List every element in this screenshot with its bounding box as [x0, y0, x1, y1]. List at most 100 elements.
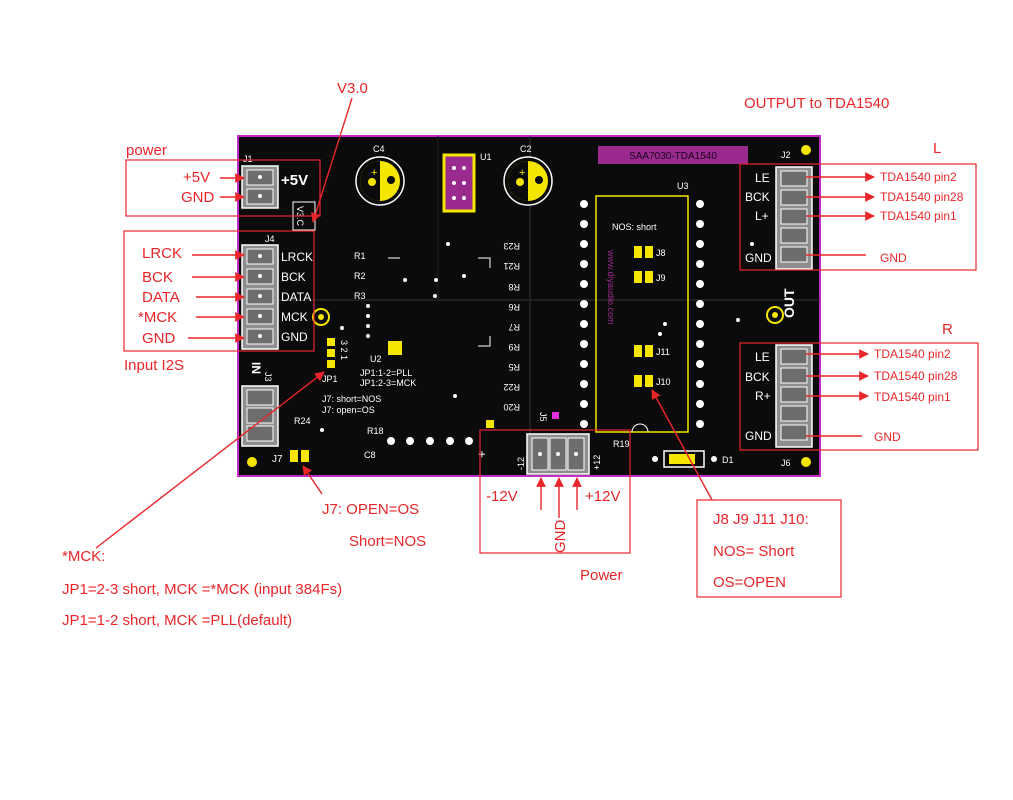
i2s-box	[123, 230, 315, 352]
output-r-box	[739, 342, 979, 451]
mounting-hole-icon	[312, 308, 330, 326]
r9-silk: R9	[508, 342, 520, 352]
le-l-silk: LE	[755, 171, 770, 185]
u3-pins-left	[580, 200, 588, 428]
power-title: power	[126, 142, 167, 159]
r24-silk: R24	[294, 416, 311, 426]
j7-note-2: Short=NOS	[349, 533, 426, 550]
plus12v-label: +12V	[585, 488, 620, 505]
jp-note-1-silk: JP1:1-2=PLL	[360, 368, 412, 378]
r22-silk: R22	[503, 382, 520, 392]
mck-note-title: *MCK:	[62, 548, 105, 565]
j7-note-1-silk: J7: short=NOS	[322, 394, 381, 404]
v30-label: V3.0	[337, 80, 368, 97]
channel-r-label: R	[942, 321, 953, 338]
gnd-l-silk: GND	[745, 251, 772, 265]
jp-note-2-silk: JP1:2-3=MCK	[360, 378, 416, 388]
j7-note-2-silk: J7: open=OS	[322, 405, 375, 415]
plus12-silk: +12	[592, 455, 602, 470]
bck-silk: BCK	[281, 270, 306, 284]
j8-silk: J8	[656, 248, 666, 258]
resistor-column: R23 R21 R8 R6 R7 R9 R5 R22 R20	[503, 241, 520, 412]
l-pin2-label: TDA1540 pin2	[880, 170, 957, 184]
gnd-r-silk: GND	[745, 429, 772, 443]
mck-label: *MCK	[138, 309, 177, 326]
r8-silk: R8	[508, 282, 520, 292]
r7-silk: R7	[508, 322, 520, 332]
power-bottom-box	[479, 429, 631, 554]
r-plus-silk: R+	[755, 389, 771, 403]
j1-silk: J1	[243, 154, 253, 164]
jp1-pins-silk: 3 2 1	[339, 340, 349, 360]
plus5v-label: +5V	[183, 169, 210, 186]
u1-silk: U1	[480, 152, 492, 162]
r3-silk: R3	[354, 291, 366, 301]
r21-silk: R21	[503, 261, 520, 271]
in-silk: IN	[249, 362, 263, 374]
bck-r-silk: BCK	[745, 370, 770, 384]
c4-silk: C4	[373, 144, 385, 154]
j10-silk: J10	[656, 377, 671, 387]
out-silk: OUT	[781, 288, 797, 318]
data-silk: DATA	[281, 290, 311, 304]
u3-silk: U3	[677, 181, 689, 191]
j4-i2s-header-icon	[241, 244, 279, 350]
power-box	[125, 159, 321, 217]
pcb-board: SAA7030-TDA1540 J2 J1 +5V V3.C J4	[237, 135, 821, 477]
bck-label: BCK	[142, 269, 173, 286]
mck-note-2: JP1=1-2 short, MCK =PLL(default)	[62, 612, 292, 629]
r23-silk: R23	[503, 241, 520, 251]
c2-silk: C2	[520, 144, 532, 154]
power-header-icon	[526, 433, 590, 475]
mck-silk: MCK	[281, 310, 308, 324]
j7-silk: J7	[272, 454, 283, 465]
svg-text:+: +	[371, 167, 377, 179]
j9-silk: J9	[656, 273, 666, 283]
jumpers-box	[696, 499, 842, 598]
vertical-url-silk: www.diyaudio.com	[606, 249, 616, 325]
r-pin1-label: TDA1540 pin1	[874, 390, 951, 404]
input-i2s-label: Input I2S	[124, 357, 184, 374]
board-title: SAA7030-TDA1540	[629, 151, 717, 162]
plus-sign-silk: +	[474, 450, 489, 458]
gnd-silk: GND	[281, 330, 308, 344]
nos-short-silk: NOS: short	[612, 222, 657, 232]
gnd-i2s-label: GND	[142, 330, 176, 347]
d1-silk: D1	[722, 455, 734, 465]
j6-silk: J6	[781, 458, 791, 468]
j7-note-1: J7: OPEN=OS	[322, 501, 419, 518]
electrolytic-capacitor-icon: +	[355, 156, 405, 206]
r19-silk: R19	[613, 439, 630, 449]
u1-chip	[442, 153, 476, 213]
le-r-silk: LE	[755, 350, 770, 364]
c8-silk: C8	[364, 450, 376, 460]
minus12v-label: -12V	[486, 488, 518, 505]
r-gnd-label: GND	[874, 430, 901, 444]
bck-l-silk: BCK	[745, 190, 770, 204]
u2-silk: U2	[370, 354, 382, 364]
u3-outline	[595, 195, 689, 433]
r20-silk: R20	[503, 402, 520, 412]
j3-silk: J3	[263, 372, 273, 382]
annotations: V3.0 OUTPUT to TDA1540 power +5V GND L R C…	[62, 80, 979, 629]
pad-dots	[320, 242, 754, 432]
r5-silk: R5	[508, 362, 520, 372]
output-l-box	[739, 163, 977, 271]
r18-silk: R18	[367, 426, 384, 436]
d1-diode	[663, 450, 705, 468]
data-label: DATA	[142, 289, 180, 306]
j11-silk: J11	[656, 347, 670, 357]
output-title: OUTPUT to TDA1540	[744, 95, 889, 112]
j2-silk: J2	[781, 150, 791, 160]
minus12-silk: -12	[516, 457, 526, 470]
j3-in-header-icon	[241, 385, 279, 447]
gnd-power-label: GND	[181, 189, 215, 206]
board-title-bar	[598, 146, 748, 164]
output-l-header-icon	[775, 166, 813, 270]
gnd-bottom-label: GND	[552, 520, 569, 554]
channel-l-label: L	[933, 140, 941, 157]
via-row	[387, 437, 473, 445]
l-gnd-label: GND	[880, 251, 907, 265]
jp1-silk: JP1	[322, 374, 338, 384]
